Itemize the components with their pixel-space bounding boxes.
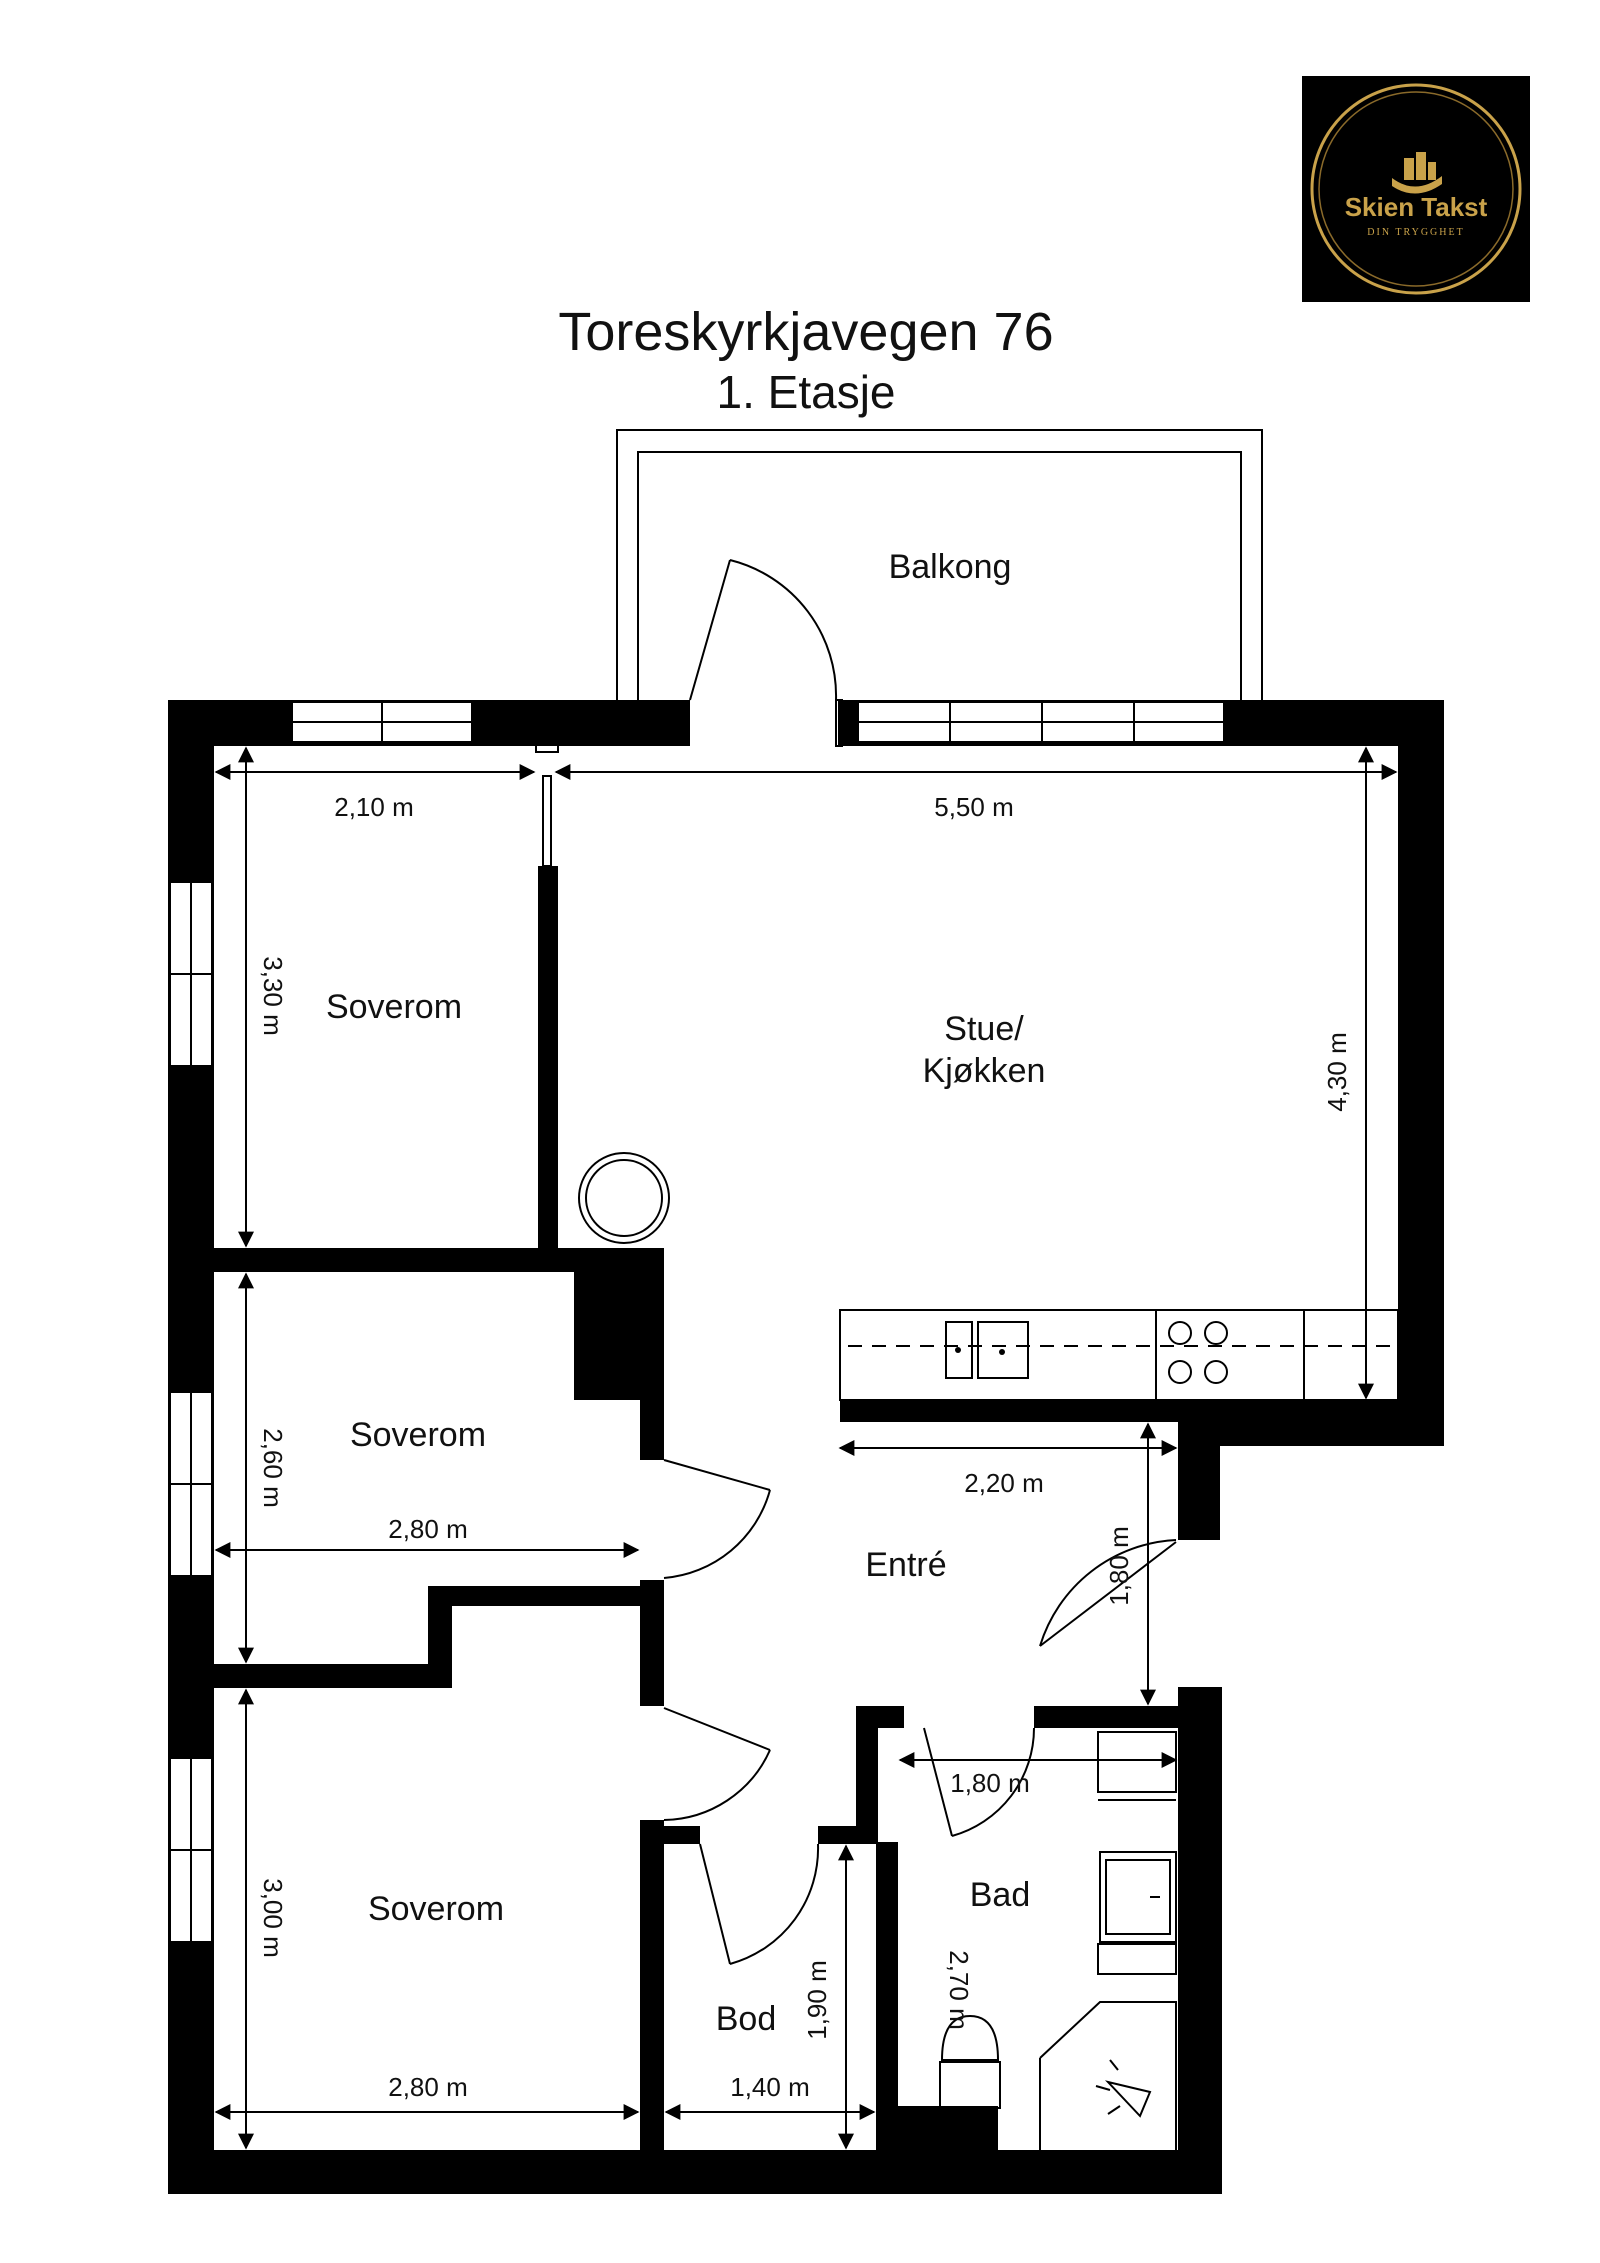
room-label-bedroom-top: Soverom bbox=[326, 988, 462, 1026]
room-label-living-line2: Kjøkken bbox=[923, 1052, 1046, 1090]
dim-storage-width: 1,40 m bbox=[730, 2072, 810, 2102]
dim-bedroom-top-width: 2,10 m bbox=[334, 792, 414, 822]
bedroom-bottom-door bbox=[663, 1707, 771, 1821]
bedroom-middle-door bbox=[663, 1459, 771, 1579]
dim-living-depth: 4,30 m bbox=[1322, 1032, 1352, 1112]
dimension-lines bbox=[214, 746, 1398, 2150]
fireplace-icon bbox=[578, 1152, 670, 1244]
company-logo: Skien Takst DIN TRYGGHET bbox=[1302, 76, 1530, 302]
balcony-door bbox=[689, 559, 843, 747]
dim-entry-width: 2,20 m bbox=[964, 1468, 1044, 1498]
windows bbox=[169, 701, 1225, 1943]
room-label-storage: Bod bbox=[716, 2000, 777, 2038]
dim-bedroom-bottom-depth: 3,00 m bbox=[258, 1878, 288, 1958]
address-title: Toreskyrkjavegen 76 bbox=[558, 302, 1053, 362]
logo-name: Skien Takst bbox=[1345, 192, 1488, 222]
floor-title: 1. Etasje bbox=[717, 366, 896, 418]
kitchen-counter bbox=[839, 1309, 1399, 1401]
dim-bedroom-middle-width: 2,80 m bbox=[388, 1514, 468, 1544]
dim-bathroom-depth: 2,70 m bbox=[944, 1950, 974, 2030]
storage-door bbox=[699, 1843, 820, 1965]
washbasin-icon bbox=[1099, 1851, 1177, 1943]
sink-icon bbox=[945, 1321, 1029, 1379]
dim-bedroom-top-depth: 3,30 m bbox=[258, 956, 288, 1036]
dim-living-width: 5,50 m bbox=[934, 792, 1014, 822]
room-label-bedroom-middle: Soverom bbox=[350, 1416, 486, 1454]
room-label-entry: Entré bbox=[865, 1546, 946, 1584]
bathroom-door bbox=[923, 1727, 1036, 1837]
room-label-bedroom-bottom: Soverom bbox=[368, 1890, 504, 1928]
dim-bedroom-bottom-width: 2,80 m bbox=[388, 2072, 468, 2102]
doors bbox=[663, 559, 1222, 1965]
dim-entry-depth: 1,80 m bbox=[1104, 1526, 1134, 1606]
room-label-living-line1: Stue/ bbox=[944, 1010, 1024, 1048]
shower-icon bbox=[1039, 2001, 1177, 2150]
logo-tagline: DIN TRYGGHET bbox=[1367, 227, 1464, 238]
room-label-balcony: Balkong bbox=[889, 548, 1012, 586]
balcony bbox=[616, 429, 1263, 700]
interior-walls bbox=[214, 741, 1178, 2150]
stove-icon bbox=[1168, 1321, 1228, 1384]
dim-bedroom-middle-depth: 2,60 m bbox=[258, 1428, 288, 1508]
dim-storage-depth: 1,90 m bbox=[802, 1960, 832, 2040]
toilet-icon bbox=[939, 2014, 1001, 2109]
building-icon bbox=[1392, 152, 1442, 194]
dim-bathroom-width: 1,80 m bbox=[950, 1768, 1030, 1798]
room-label-bathroom: Bad bbox=[970, 1876, 1031, 1914]
